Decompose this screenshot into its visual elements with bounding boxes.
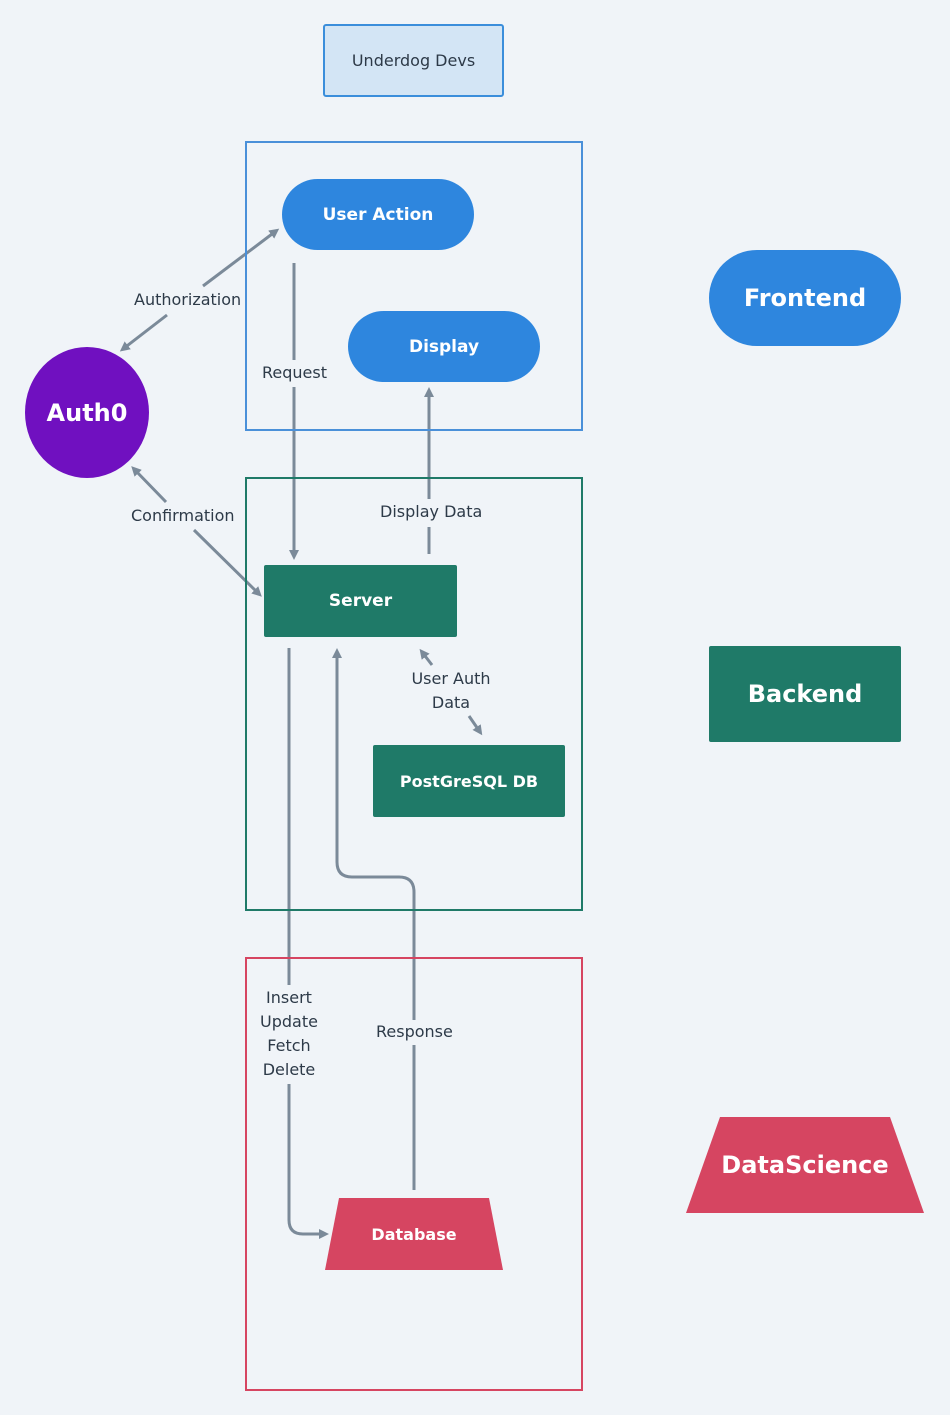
user-action-node[interactable]: User Action xyxy=(282,179,474,250)
server-node[interactable]: Server xyxy=(264,565,457,637)
auth0-node[interactable]: Auth0 xyxy=(25,347,149,478)
legend-datascience-shape xyxy=(686,1117,924,1213)
database-node[interactable]: Database xyxy=(325,1198,503,1270)
user-auth-data-label: User Auth Data xyxy=(404,667,498,715)
datascience-frame xyxy=(245,957,583,1391)
authorization-arrow-to-auth0 xyxy=(119,313,168,352)
authorization-label: Authorization xyxy=(134,288,242,312)
request-label: Request xyxy=(262,361,327,385)
crud-arrow xyxy=(287,1084,329,1239)
authorization-arrow-to-user-action xyxy=(202,228,280,288)
display-node[interactable]: Display xyxy=(348,311,540,382)
user-auth-arrow-to-server xyxy=(419,648,434,666)
response-label: Response xyxy=(376,1020,453,1044)
crud-label: Insert Update Fetch Delete xyxy=(254,986,324,1082)
confirmation-label: Confirmation xyxy=(131,504,235,528)
response-line-top xyxy=(332,648,416,1020)
confirmation-arrow-to-auth0 xyxy=(131,466,168,504)
page-title: Underdog Devs xyxy=(323,24,504,97)
database-label: Database xyxy=(371,1224,457,1244)
user-auth-arrow-to-db xyxy=(467,715,483,736)
postgres-db-node[interactable]: PostGreSQL DB xyxy=(373,745,565,817)
legend-backend: Backend xyxy=(709,646,901,742)
confirmation-arrow-to-server xyxy=(192,528,262,597)
backend-frame xyxy=(245,477,583,911)
database-shape xyxy=(325,1198,503,1270)
legend-datascience: DataScience xyxy=(686,1117,924,1213)
legend-frontend: Frontend xyxy=(709,250,901,346)
display-data-label: Display Data xyxy=(380,500,483,524)
legend-datascience-label: DataScience xyxy=(721,1151,889,1179)
frontend-frame xyxy=(245,141,583,431)
